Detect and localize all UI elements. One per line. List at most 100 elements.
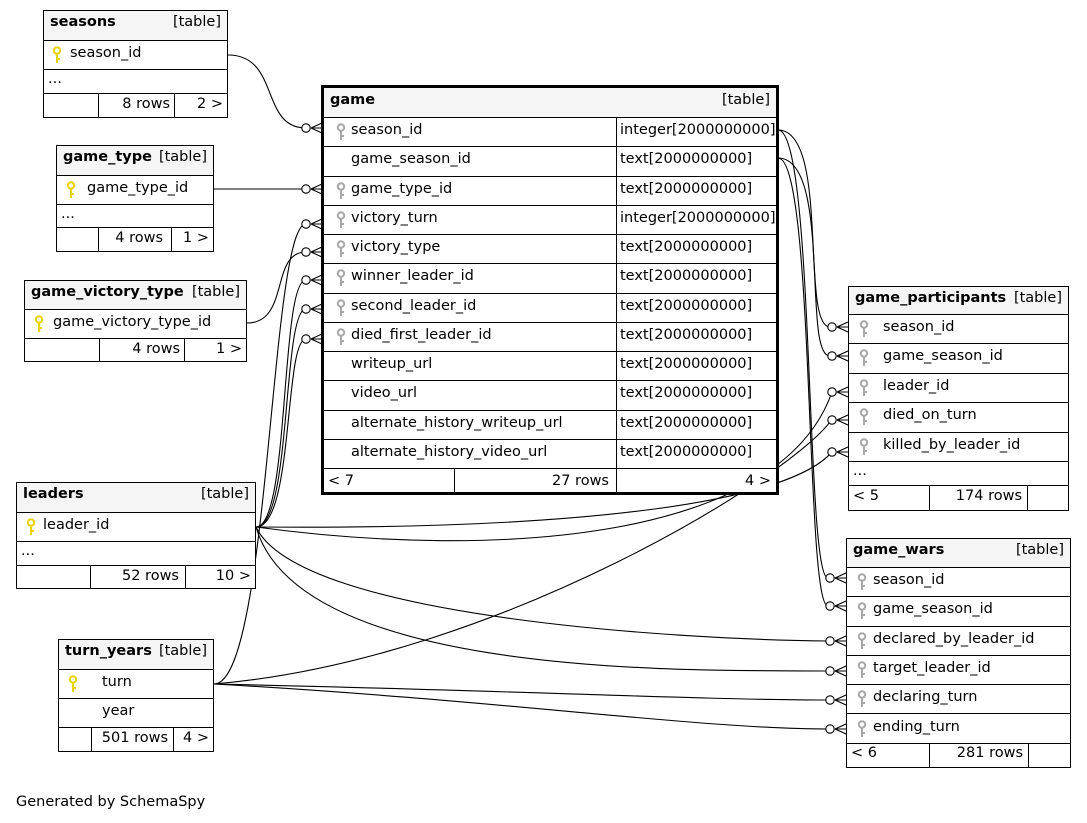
column-row[interactable]: season_id	[847, 568, 1070, 598]
column-name: died_first_leader_id	[351, 326, 492, 343]
foreign-key-icon	[336, 211, 346, 233]
column-row[interactable]: died_on_turn	[849, 403, 1068, 433]
rel-leaders-wars-target	[255, 526, 829, 672]
column-row[interactable]: leader_id	[849, 374, 1068, 404]
rel-seasons-game	[227, 54, 307, 129]
column-row[interactable]: declaring_turn	[847, 685, 1070, 715]
table-tag: [table]	[200, 486, 249, 502]
children-count: 4 >	[745, 473, 771, 489]
table-game-victory-type[interactable]: game_victory_type [table] game_victory_t…	[24, 280, 247, 362]
primary-key-icon	[26, 518, 36, 540]
foreign-key-icon	[859, 320, 869, 342]
table-footer: 52 rows 10 >	[17, 566, 255, 588]
more-row: ...	[17, 542, 255, 566]
more-indicator: ...	[61, 206, 75, 222]
column-name: leader_id	[43, 517, 110, 533]
children-count: 1 >	[183, 230, 209, 246]
column-name: turn	[102, 674, 132, 690]
foreign-key-icon	[336, 269, 346, 291]
row-count: 174 rows	[955, 488, 1022, 504]
column-row[interactable]: killed_by_leader_id	[849, 433, 1068, 462]
column-row[interactable]: season_id	[44, 41, 227, 70]
table-tag: [table]	[158, 149, 207, 165]
column-row[interactable]: ending_turn	[847, 715, 1070, 744]
table-leaders[interactable]: leaders [table] leader_id ... 52 rows 10…	[16, 482, 256, 589]
column-name: season_id	[351, 122, 423, 138]
rel-game-wars-season	[777, 129, 829, 579]
more-row: ...	[57, 205, 213, 228]
table-name: turn_years	[65, 643, 152, 659]
row-count: 52 rows	[122, 568, 179, 584]
rel-turn-years-wars-declaring	[213, 683, 829, 701]
rel-leaders-game-died	[255, 338, 307, 528]
column-row[interactable]: declared_by_leader_id	[847, 627, 1070, 656]
table-header: turn_years [table]	[59, 640, 213, 670]
table-header: game_participants [table]	[849, 287, 1068, 315]
table-footer: < 6 281 rows	[847, 744, 1070, 767]
foreign-key-icon	[857, 602, 867, 624]
column-type: text[2000000000]	[620, 239, 753, 255]
table-footer: < 7 27 rows 4 >	[324, 469, 776, 495]
foreign-key-icon	[857, 661, 867, 683]
parents-count: < 6	[851, 745, 877, 761]
column-type: text[2000000000]	[620, 297, 753, 314]
column-type: text[2000000000]	[620, 414, 753, 431]
table-seasons[interactable]: seasons [table] season_id ... 8 rows 2 >	[43, 10, 228, 118]
more-row: ...	[849, 462, 1068, 486]
row-count: 4 rows	[132, 341, 180, 357]
foreign-key-icon	[859, 408, 869, 430]
column-type: integer[2000000000]	[620, 122, 776, 138]
rel-leaders-participants-killed	[255, 451, 833, 528]
primary-key-icon	[34, 315, 44, 337]
rel-leaders-wars-declared	[255, 526, 829, 642]
table-turn-years[interactable]: turn_years [table] turn year 501 rows 4 …	[58, 639, 214, 752]
foreign-key-icon	[336, 181, 346, 204]
table-header: game_victory_type [table]	[25, 281, 246, 310]
foreign-key-icon	[857, 690, 867, 712]
column-row[interactable]: game_season_id	[849, 344, 1068, 374]
column-row[interactable]: game_type_id	[57, 176, 213, 205]
foreign-key-icon	[857, 631, 867, 654]
column-row[interactable]: season_id	[849, 315, 1068, 345]
column-row[interactable]: year	[59, 699, 213, 728]
table-footer: 4 rows 1 >	[57, 228, 213, 251]
column-name: alternate_history_video_url	[351, 443, 548, 460]
table-game-type[interactable]: game_type [table] game_type_id ... 4 row…	[56, 145, 214, 252]
table-name: game	[330, 92, 376, 108]
column-row[interactable]: target_leader_id	[847, 656, 1070, 686]
rel-game-participants-season	[777, 129, 831, 328]
column-row[interactable]: game_season_id	[847, 597, 1070, 627]
more-row: ...	[44, 70, 227, 94]
column-row[interactable]: season_id integer[2000000000]	[324, 118, 776, 148]
column-type: integer[2000000000]	[620, 209, 776, 226]
table-header: leaders [table]	[17, 483, 255, 513]
primary-key-icon	[52, 46, 62, 68]
column-type: text[2000000000]	[620, 385, 753, 402]
column-name: declared_by_leader_id	[873, 630, 1035, 647]
column-row[interactable]: leader_id	[17, 513, 255, 542]
column-row[interactable]: game_victory_type_id	[25, 310, 246, 339]
row-count: 281 rows	[956, 745, 1023, 761]
foreign-key-icon	[857, 719, 867, 742]
row-count: 27 rows	[552, 473, 609, 489]
column-row[interactable]: turn	[59, 670, 213, 699]
table-name: game_victory_type	[31, 284, 184, 300]
more-indicator: ...	[48, 71, 62, 87]
table-name: game_wars	[853, 542, 945, 558]
parents-count: < 7	[328, 473, 354, 489]
